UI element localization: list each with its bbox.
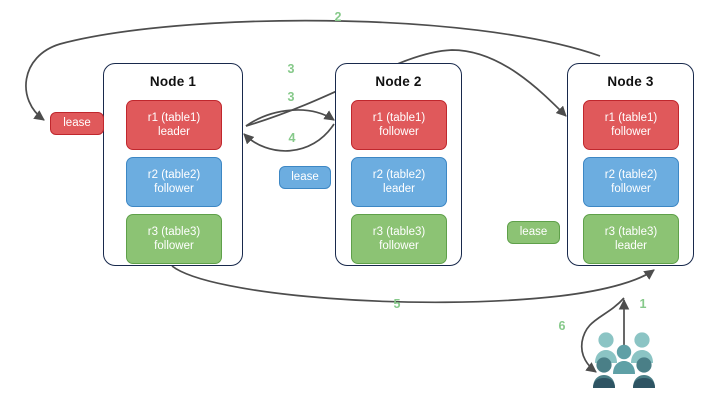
replica-name: r3 (table3)	[604, 226, 658, 238]
replica-role: follower	[611, 183, 651, 195]
replica-name: r2 (table2)	[604, 169, 658, 181]
replica-node1-r1[interactable]: r1 (table1) leader	[126, 100, 222, 150]
replica-name: r2 (table2)	[372, 169, 426, 181]
step-label-3-lower: 3	[287, 90, 295, 104]
lease-chip-r1[interactable]: lease	[50, 112, 104, 135]
lease-chip-r3[interactable]: lease	[507, 221, 560, 244]
replica-node1-r3[interactable]: r3 (table3) follower	[126, 214, 222, 264]
node-title-node3: Node 3	[607, 74, 654, 89]
replica-name: r3 (table3)	[147, 226, 201, 238]
replica-name: r2 (table2)	[147, 169, 201, 181]
node-box-node3[interactable]: Node 3 r1 (table1) follower r2 (table2) …	[567, 63, 694, 266]
edge-step-3-lower	[245, 109, 335, 127]
replica-role: leader	[158, 126, 190, 138]
node-title-node1: Node 1	[149, 74, 197, 89]
step-label-3-upper: 3	[287, 62, 295, 76]
step-label-4: 4	[288, 131, 296, 145]
replica-node3-r2[interactable]: r2 (table2) follower	[583, 157, 679, 207]
replica-role: follower	[611, 126, 651, 138]
edge-step-5	[171, 265, 655, 304]
step-label-5: 5	[393, 297, 401, 311]
replica-role: follower	[379, 126, 419, 138]
people-group-icon	[593, 332, 655, 388]
replica-node3-r1[interactable]: r1 (table1) follower	[583, 100, 679, 150]
replica-name: r1 (table1)	[372, 112, 426, 124]
person-front-shadow	[593, 378, 655, 388]
node-box-node1[interactable]: Node 1 r1 (table1) leader r2 (table2) fo…	[103, 63, 243, 266]
replica-name: r1 (table1)	[604, 112, 658, 124]
person-middle-center	[613, 344, 635, 374]
replica-role: leader	[615, 240, 647, 252]
replica-name: r1 (table1)	[147, 112, 201, 124]
node-title-node2: Node 2	[375, 74, 422, 89]
replica-role: follower	[154, 240, 194, 252]
replica-node2-r1[interactable]: r1 (table1) follower	[351, 100, 447, 150]
step-label-2: 2	[334, 10, 342, 24]
replica-node1-r2[interactable]: r2 (table2) follower	[126, 157, 222, 207]
replica-node2-r2[interactable]: r2 (table2) leader	[351, 157, 447, 207]
replica-node3-r3[interactable]: r3 (table3) leader	[583, 214, 679, 264]
replica-name: r3 (table3)	[372, 226, 426, 238]
node-box-node2[interactable]: Node 2 r1 (table1) follower r2 (table2) …	[335, 63, 462, 266]
lease-chip-r2[interactable]: lease	[279, 166, 331, 189]
replica-role: leader	[383, 183, 415, 195]
replica-role: follower	[379, 240, 419, 252]
replica-node2-r3[interactable]: r3 (table3) follower	[351, 214, 447, 264]
step-label-6: 6	[558, 319, 566, 333]
step-label-1: 1	[639, 297, 647, 311]
replica-role: follower	[154, 183, 194, 195]
